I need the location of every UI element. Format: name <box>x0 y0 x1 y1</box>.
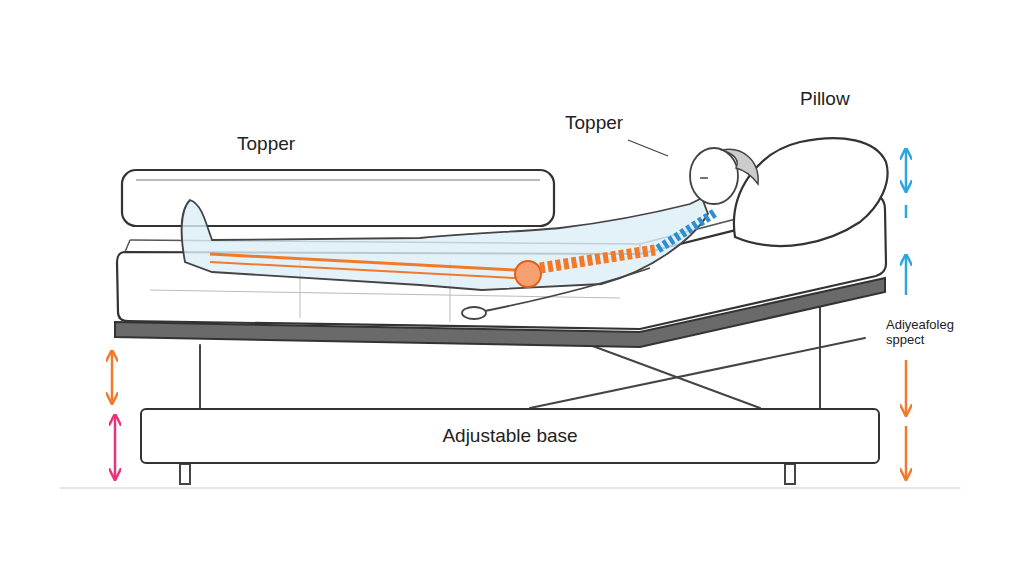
arm <box>480 268 650 312</box>
adjustment-arrows <box>112 150 906 478</box>
leg-bone <box>210 262 515 278</box>
base-leg <box>785 464 795 484</box>
upper-spine <box>658 212 716 249</box>
lower-arrow <box>905 360 908 414</box>
pelvis <box>515 261 541 287</box>
frame-brace <box>530 338 865 408</box>
base-box: Adjustable base <box>140 408 880 464</box>
head <box>690 148 738 204</box>
floor-line <box>60 488 960 489</box>
raise-arrow <box>905 256 908 295</box>
lower-arrow <box>905 426 908 478</box>
closed-eye <box>700 177 708 179</box>
leg-bone <box>210 254 515 270</box>
person <box>182 148 758 319</box>
part-label: Pillow <box>800 88 850 110</box>
part-label: Adiyeafoleg sppect <box>886 318 970 348</box>
pillow <box>734 138 888 246</box>
frame-post <box>199 345 201 408</box>
leader-line <box>628 140 668 156</box>
part-label: Topper <box>237 133 295 155</box>
frame-post <box>819 295 821 408</box>
frame-brace <box>590 345 760 408</box>
height-arrow <box>905 150 908 190</box>
height-arrow <box>111 352 114 402</box>
height-arrow <box>114 416 117 478</box>
topper-edge <box>136 179 540 180</box>
hand <box>462 307 486 319</box>
height-dash <box>905 205 908 218</box>
base-leg <box>180 464 190 484</box>
lower-spine <box>540 250 655 268</box>
part-label: Topper <box>565 112 623 134</box>
box-label: Adjustable base <box>442 425 577 447</box>
body-outline <box>182 198 708 290</box>
hair <box>722 149 758 184</box>
